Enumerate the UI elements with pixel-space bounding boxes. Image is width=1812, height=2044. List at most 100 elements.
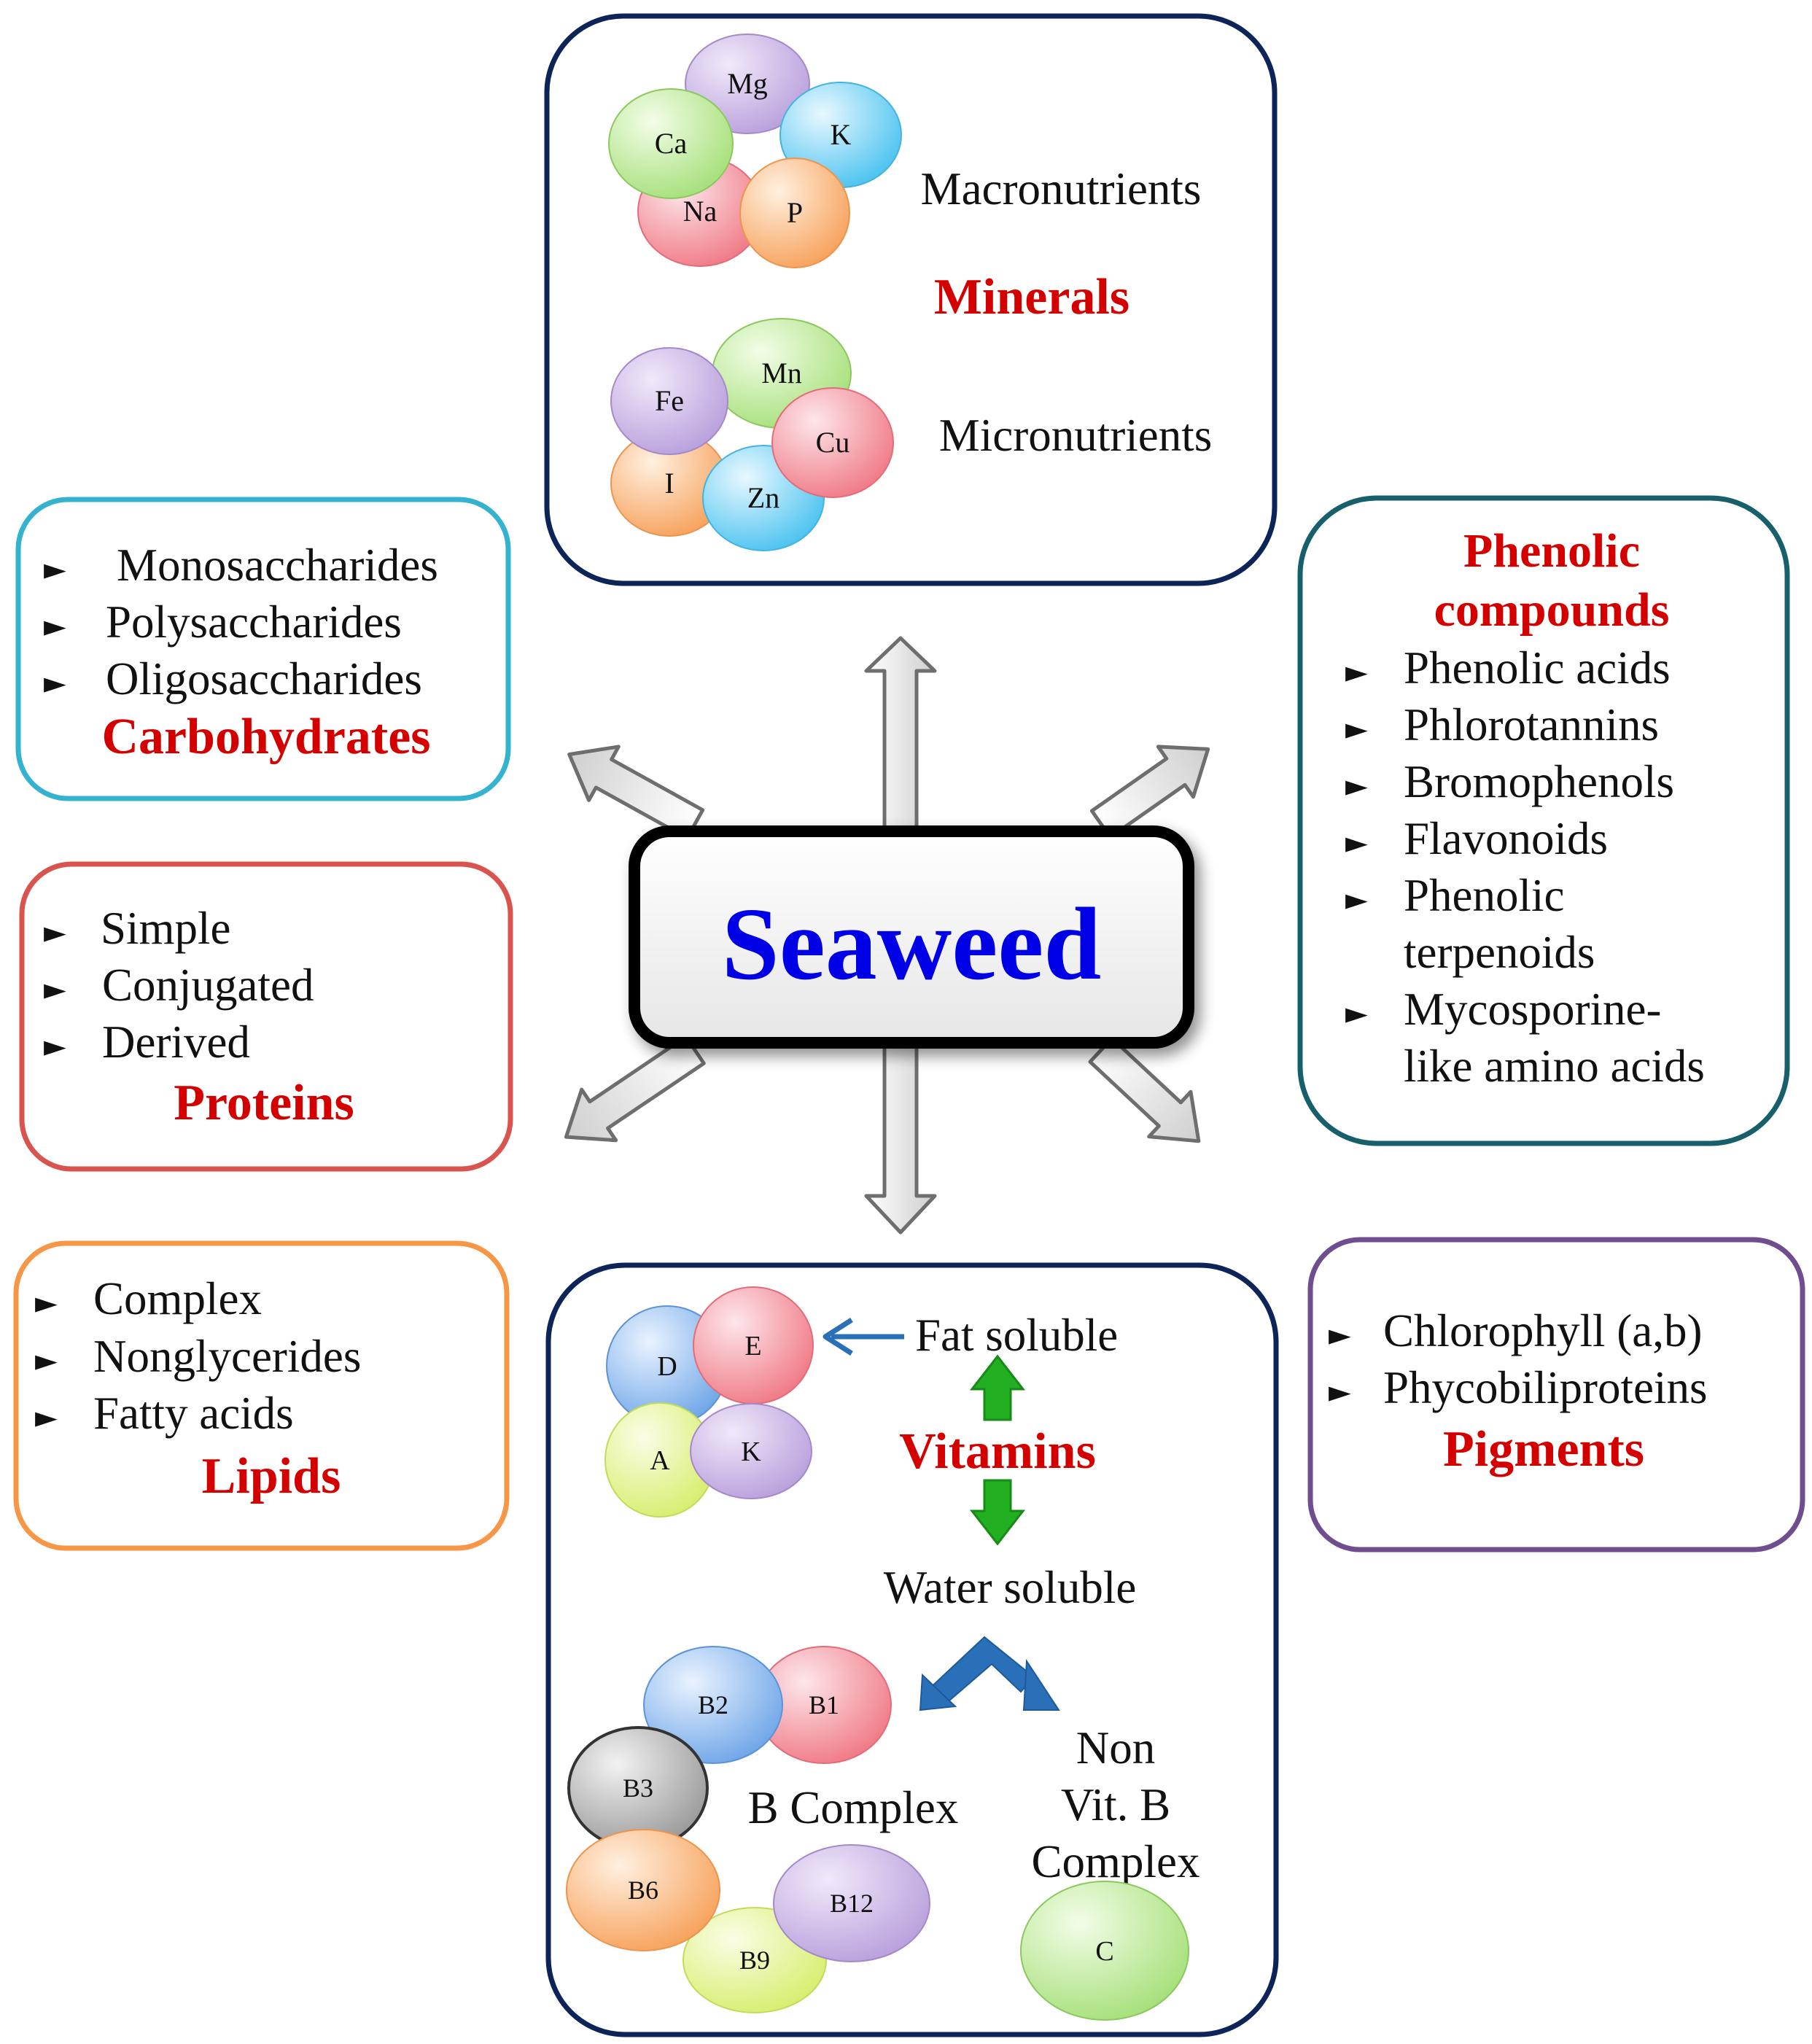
vitamins-panel: D A E K Fat soluble Vitamins Water solub… xyxy=(545,1262,1279,2037)
phenolic-item-3: Bromophenols xyxy=(1404,756,1674,807)
bullet-icon: ► xyxy=(1329,1375,1351,1409)
pigments-panel: ► Chlorophyll (a,b) ► Phycobiliproteins … xyxy=(1307,1237,1805,1553)
ca-label: Ca xyxy=(655,127,688,160)
phenolics-panel: Phenolic compounds ► Phenolic acids ► Ph… xyxy=(1297,495,1790,1146)
arrow-upper-left xyxy=(567,745,705,840)
b2-label: B2 xyxy=(698,1690,728,1719)
b6-circle xyxy=(566,1829,720,1951)
zn-label: Zn xyxy=(747,481,779,514)
pigment-item-1: Chlorophyll (a,b) xyxy=(1383,1305,1702,1356)
cu-circle xyxy=(771,387,894,498)
arrow-up xyxy=(864,636,937,833)
b6-label: B6 xyxy=(628,1876,658,1905)
pigments-box xyxy=(1307,1237,1805,1553)
bullet-icon: ► xyxy=(44,916,66,949)
lipid-item-3: Fatty acids xyxy=(93,1388,294,1439)
protein-item-1: Simple xyxy=(101,903,231,954)
phenolic-item-4: Flavonoids xyxy=(1404,813,1608,864)
phenolic-item-6a: Mycosporine- xyxy=(1404,984,1661,1035)
b2-circle xyxy=(643,1646,783,1764)
water-soluble-label: Water soluble xyxy=(884,1562,1137,1613)
bullet-icon: ► xyxy=(44,973,66,1006)
non-b-line3: Complex xyxy=(1032,1836,1200,1887)
phenolics-title-line1: Phenolic xyxy=(1463,524,1640,578)
vitamins-title: Vitamins xyxy=(899,1423,1096,1480)
k-vitamin-label: K xyxy=(741,1437,761,1467)
seaweed-title: Seaweed xyxy=(722,886,1102,1001)
b-complex-label: B Complex xyxy=(748,1782,959,1833)
ca-circle xyxy=(608,88,734,199)
arrow-down xyxy=(864,1044,937,1235)
fat-soluble-circles: D A E K xyxy=(604,1286,814,1518)
micro-circles: I Mn Fe Zn Cu xyxy=(610,318,894,551)
phenolic-item-5b: terpenoids xyxy=(1404,927,1595,978)
fat-soluble-label: Fat soluble xyxy=(915,1310,1118,1361)
fe-circle xyxy=(610,347,728,455)
bullet-icon: ► xyxy=(1345,769,1368,803)
e-label: E xyxy=(744,1331,761,1361)
green-up-arrow-icon xyxy=(969,1354,1026,1421)
carbohydrates-box xyxy=(15,497,511,801)
i-label: I xyxy=(664,467,674,500)
proteins-title: Proteins xyxy=(174,1075,354,1131)
arrow-lower-right xyxy=(1088,1036,1201,1143)
seaweed-box xyxy=(629,825,1194,1049)
phenolic-item-5a: Phenolic xyxy=(1404,870,1564,921)
non-b-line2: Vit. B xyxy=(1061,1779,1170,1830)
macronutrients-label: Macronutrients xyxy=(921,163,1202,214)
bullet-icon: ► xyxy=(1345,826,1368,860)
phenolics-box xyxy=(1297,495,1790,1146)
na-label: Na xyxy=(683,195,718,228)
pigment-item-2: Phycobiliproteins xyxy=(1383,1362,1707,1413)
carbohydrates-panel: ► Monosaccharides ► Polysaccharides ► Ol… xyxy=(15,497,511,801)
b12-circle xyxy=(773,1844,930,1962)
carbohydrates-title: Carbohydrates xyxy=(101,709,430,765)
b12-label: B12 xyxy=(830,1889,874,1918)
phenolic-item-6b: like amino acids xyxy=(1404,1041,1705,1092)
lipid-item-1: Complex xyxy=(93,1273,262,1324)
protein-item-3: Derived xyxy=(102,1017,250,1068)
lipids-title: Lipids xyxy=(202,1448,341,1504)
lipids-box xyxy=(13,1240,510,1551)
macro-circles: Mg K Na P Ca xyxy=(608,34,902,268)
center-node: Seaweed xyxy=(629,825,1194,1049)
micronutrients-label: Micronutrients xyxy=(939,410,1212,461)
proteins-box xyxy=(19,861,513,1172)
bullet-icon: ► xyxy=(35,1344,58,1377)
bullet-icon: ► xyxy=(1345,883,1368,917)
p-circle xyxy=(739,158,850,268)
bullet-icon: ► xyxy=(44,1030,66,1063)
p-label: P xyxy=(787,196,803,229)
split-arrow-icon xyxy=(919,1636,1060,1711)
arrows xyxy=(564,636,1210,1235)
proteins-panel: ► Simple ► Conjugated ► Derived Proteins xyxy=(19,861,513,1172)
bullet-icon: ► xyxy=(1345,997,1368,1030)
b-complex-circles: B1 B2 B3 B9 B6 B12 xyxy=(566,1646,930,2013)
k-mineral-label: K xyxy=(831,118,852,151)
b9-label: B9 xyxy=(739,1946,770,1975)
d-label: D xyxy=(657,1351,677,1382)
protein-item-2: Conjugated xyxy=(102,960,314,1011)
lipids-panel: ► Complex ► Nonglycerides ► Fatty acids … xyxy=(13,1240,510,1551)
a-label: A xyxy=(650,1445,670,1476)
bullet-icon: ► xyxy=(44,610,66,643)
k-vitamin-circle xyxy=(690,1403,812,1499)
phenolic-item-1: Phenolic acids xyxy=(1404,642,1671,693)
bullet-icon: ► xyxy=(1329,1318,1351,1352)
bullet-icon: ► xyxy=(35,1401,58,1434)
pigments-title: Pigments xyxy=(1443,1421,1644,1477)
bullet-icon: ► xyxy=(1345,656,1368,689)
phenolics-title-line2: compounds xyxy=(1434,583,1670,637)
bullet-icon: ► xyxy=(35,1286,58,1320)
bullet-icon: ► xyxy=(1345,712,1368,746)
c-circle xyxy=(1020,1881,1189,2021)
mg-label: Mg xyxy=(727,67,768,100)
non-b-line1: Non xyxy=(1076,1722,1156,1773)
minerals-title: Minerals xyxy=(934,269,1129,325)
b3-label: B3 xyxy=(623,1773,653,1803)
cu-label: Cu xyxy=(816,426,850,459)
fat-soluble-arrow-icon xyxy=(823,1318,904,1356)
bullet-icon: ► xyxy=(44,667,66,700)
